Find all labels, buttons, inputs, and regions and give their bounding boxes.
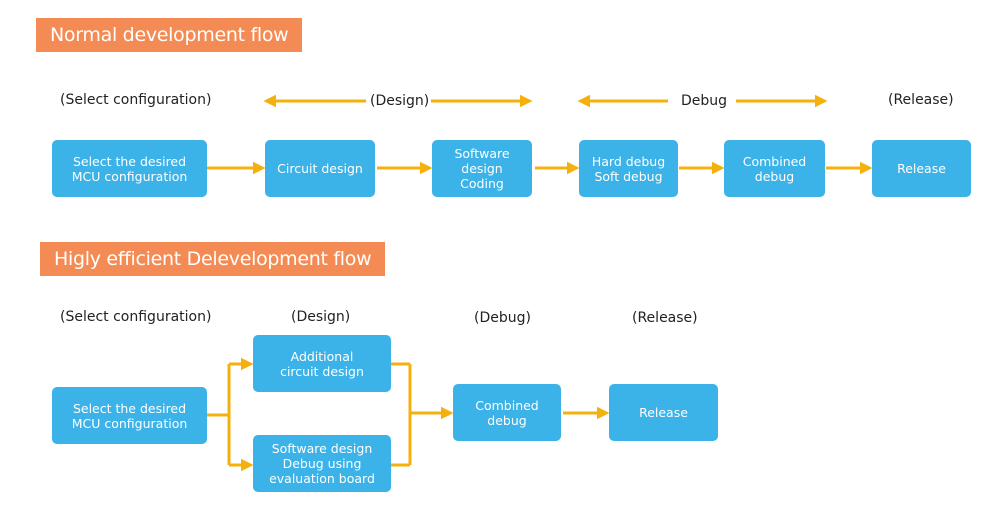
stage-select-configuration: (Select configuration) <box>60 92 212 108</box>
stage-select-configuration-2: (Select configuration) <box>60 309 212 325</box>
normal-flow-title: Normal development flow <box>36 18 303 52</box>
box-release: Release <box>872 140 971 197</box>
box-circuit-design: Circuit design <box>265 140 375 197</box>
box-hard-soft-debug: Hard debug Soft debug <box>579 140 678 197</box>
box-additional-circuit-design: Additional circuit design <box>253 335 391 392</box>
stage-debug-2: (Debug) <box>474 310 531 326</box>
stage-debug: Debug <box>681 93 728 109</box>
stage-release-2: (Release) <box>632 310 698 326</box>
box-combined-debug: Combined debug <box>724 140 825 197</box>
stage-design-2: (Design) <box>291 309 351 325</box>
box-software-design-eval: Software design Debug using evaluation b… <box>253 435 391 492</box>
efficient-flow-title: Higly efficient Delevelopment flow <box>40 242 386 276</box>
box-select-mcu: Select the desired MCU configuration <box>52 140 207 197</box>
box-release-2: Release <box>609 384 718 441</box>
box-software-design: Software design Coding <box>432 140 532 197</box>
box-select-mcu-2: Select the desired MCU configuration <box>52 387 207 444</box>
box-combined-debug-2: Combined debug <box>453 384 561 441</box>
stage-release: (Release) <box>888 92 954 108</box>
stage-design: (Design) <box>370 93 430 109</box>
